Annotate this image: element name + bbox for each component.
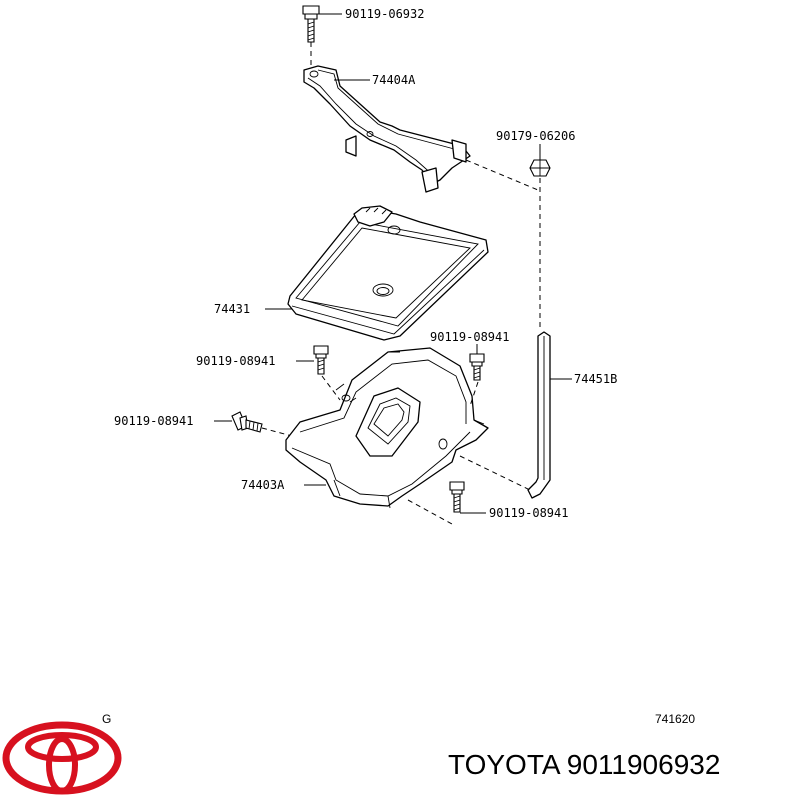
bolt-left-lower <box>231 411 263 433</box>
label-rod: 74451B <box>574 372 617 386</box>
bolt-right-upper <box>469 353 485 381</box>
nut <box>529 159 551 177</box>
bracket <box>303 65 471 193</box>
label-bolt-left-lower: 90119-08941 <box>114 414 193 428</box>
bolt-bottom <box>449 481 465 513</box>
label-bracket: 74404A <box>372 73 416 87</box>
tray <box>285 347 489 509</box>
dash-bolt-right-upper <box>469 381 479 407</box>
bolt-top <box>302 5 320 43</box>
dash-bolt-left-upper <box>321 375 341 401</box>
cover <box>287 205 489 341</box>
toyota-logo-icon <box>2 721 122 795</box>
footer-caption: TOYOTA 9011906932 <box>448 749 720 780</box>
dash-bolt-left-lower <box>261 427 293 437</box>
rod <box>527 331 551 499</box>
dash-tray-to-rod <box>459 455 531 491</box>
bolt-left-upper <box>313 345 329 375</box>
label-tray: 74403A <box>241 478 285 492</box>
label-cover: 74431 <box>214 302 250 316</box>
label-bolt-top: 90119-06932 <box>345 7 424 21</box>
footer-letter: G <box>102 712 111 726</box>
dash-tray-to-bolt-bottom <box>407 499 453 525</box>
label-bolt-left-upper: 90119-08941 <box>196 354 275 368</box>
label-nut: 90179-06206 <box>496 129 575 143</box>
dash-bracket-to-nut <box>465 159 539 191</box>
label-bolt-right-upper: 90119-08941 <box>430 330 509 344</box>
footer-code: 741620 <box>655 712 695 726</box>
label-bolt-bottom: 90119-08941 <box>489 506 568 520</box>
